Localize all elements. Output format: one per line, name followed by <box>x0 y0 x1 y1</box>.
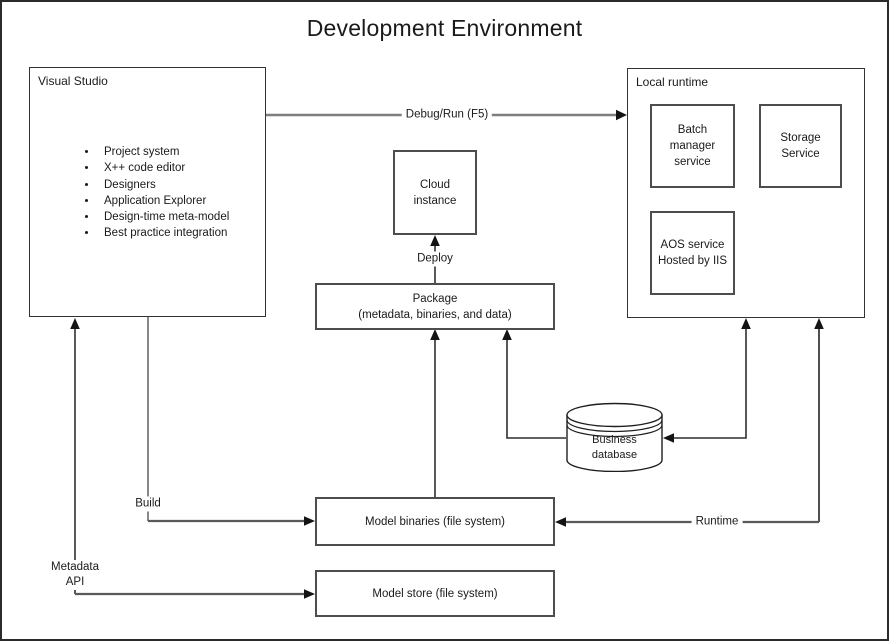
arrowhead-up-icon <box>502 329 512 340</box>
node-batch-manager-service: Batch manager service <box>650 104 735 188</box>
visual-studio-feature-list: Project system X++ code editor Designers… <box>30 144 259 242</box>
arrowhead-up-icon <box>70 318 80 329</box>
page-title: Development Environment <box>306 15 583 41</box>
list-item: X++ code editor <box>98 160 259 176</box>
local-runtime-label: Local runtime <box>636 75 709 89</box>
node-model-store: Model store (file system) <box>315 570 555 617</box>
node-visual-studio: Visual Studio Project system X++ code ed… <box>29 67 266 317</box>
arrowhead-up-icon <box>814 318 824 329</box>
edge-metadata-api <box>70 318 315 599</box>
arrowhead-left-icon <box>663 433 674 443</box>
runtime-edge-label: Runtime <box>691 514 743 530</box>
edge-binaries-to-package <box>430 329 440 497</box>
debug-run-edge-label: Debug/Run (F5) <box>401 107 493 123</box>
node-package: Package (metadata, binaries, and data) <box>315 283 555 330</box>
node-model-binaries: Model binaries (file system) <box>315 497 555 546</box>
node-aos-service: AOS service Hosted by IIS <box>650 211 735 295</box>
node-business-database: Business database <box>591 434 638 461</box>
deploy-edge-label: Deploy <box>413 251 457 267</box>
node-cloud-instance: Cloud instance <box>393 150 477 235</box>
list-item: Application Explorer <box>98 193 259 209</box>
list-item: Design-time meta-model <box>98 209 259 225</box>
node-storage-service: Storage Service <box>759 104 842 188</box>
edge-runtime-to-database <box>663 318 751 443</box>
arrowhead-up-icon <box>430 235 440 246</box>
node-local-runtime: Local runtime Batch manager service Stor… <box>627 68 865 318</box>
edge-build <box>147 317 315 526</box>
arrowhead-right-icon <box>616 109 627 121</box>
edge-database-to-package <box>502 329 566 439</box>
list-item: Best practice integration <box>98 225 259 241</box>
list-item: Designers <box>98 177 259 193</box>
arrowhead-right-icon <box>304 589 315 599</box>
list-item: Project system <box>98 144 259 160</box>
metadata-api-edge-label: Metadata API <box>47 560 103 590</box>
visual-studio-label: Visual Studio <box>38 74 108 88</box>
build-edge-label: Build <box>131 496 165 512</box>
arrowhead-up-icon <box>430 329 440 340</box>
arrowhead-right-icon <box>304 516 315 526</box>
arrowhead-left-icon <box>555 517 566 527</box>
database-cylinder-icon <box>566 402 663 472</box>
arrowhead-up-icon <box>741 318 751 329</box>
